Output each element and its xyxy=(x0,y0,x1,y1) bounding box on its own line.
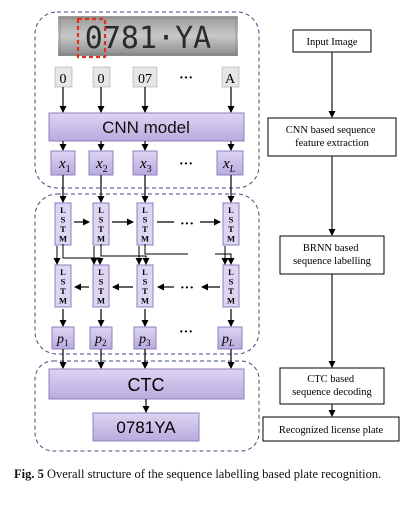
forward-lstm-letter: S xyxy=(229,215,234,225)
backward-lstm-cell-4 xyxy=(222,264,240,308)
backward-lstm-letter: M xyxy=(97,296,105,306)
pipeline-step-3-label: BRNN based sequence labelling xyxy=(293,243,372,267)
forward-lstm-letter: T xyxy=(98,224,104,234)
crop-row: 0 0 07 ··· A xyxy=(54,66,240,88)
backward-lstm-letter: L xyxy=(60,267,66,277)
backward-lstm-cell-3 xyxy=(136,264,154,308)
output-label-last: pL xyxy=(221,332,234,348)
pipeline-step-5 xyxy=(262,416,400,442)
backward-lstm-letter: M xyxy=(227,296,235,306)
forward-lstm-letter: T xyxy=(228,224,234,234)
backward-lstm-letter: S xyxy=(143,277,148,287)
crop-label-2: 0 xyxy=(98,72,105,87)
forward-lstm-letter: S xyxy=(99,215,104,225)
crop-label-3: 07 xyxy=(138,72,152,87)
backward-lstm-letter: T xyxy=(98,286,104,296)
crop-label-1: 0 xyxy=(60,72,67,87)
pipeline-step-3 xyxy=(279,235,385,275)
forward-ellipsis: ··· xyxy=(180,217,194,232)
forward-lstm-letter: T xyxy=(60,224,66,234)
output-label-2: p2 xyxy=(94,332,107,348)
cnn-stage-container xyxy=(34,11,260,189)
backward-lstm-letter: S xyxy=(61,277,66,287)
result-label: 0781YA xyxy=(116,418,176,437)
backward-lstm-letter: L xyxy=(142,267,148,277)
license-plate-image: 0781·YA xyxy=(58,16,238,59)
forward-lstm-letter: L xyxy=(60,205,66,215)
diagram-figure: 0781·YA 0 0 07 ··· A CNN model x1 x2 x3 xyxy=(34,11,400,452)
result-box xyxy=(92,412,200,442)
output-label-1: p1 xyxy=(56,332,69,348)
pipeline-step-1-label: Input Image xyxy=(306,37,357,48)
figure-caption: Fig. 5 Overall structure of the sequence… xyxy=(14,466,410,483)
forward-lstm-letter: M xyxy=(97,234,105,244)
forward-lstm-letter: M xyxy=(227,234,235,244)
forward-lstm-letter: L xyxy=(142,205,148,215)
backward-ellipsis: ··· xyxy=(180,281,194,296)
feature-ellipsis: ··· xyxy=(179,157,193,172)
feature-label-1: x1 xyxy=(58,156,71,175)
backward-lstm-letter: M xyxy=(141,296,149,306)
forward-lstm-cell-4 xyxy=(222,202,240,246)
crop-label-last: A xyxy=(225,72,236,87)
backward-lstm-letter: T xyxy=(142,286,148,296)
ctc-label: CTC xyxy=(128,375,165,395)
feature-box-1 xyxy=(50,150,76,176)
plate-text: 0781·YA xyxy=(85,21,211,56)
caption-text: Overall structure of the sequence labell… xyxy=(46,467,382,481)
pipeline: Input Image CNN based sequence feature e… xyxy=(262,29,400,442)
output-label-3: p3 xyxy=(138,332,151,348)
feature-box-last xyxy=(216,150,244,176)
cnn-model-box xyxy=(48,112,245,142)
feature-label-3: x3 xyxy=(139,156,152,175)
backward-lstm-letter: L xyxy=(98,267,104,277)
cnn-model-label: CNN model xyxy=(102,118,190,137)
backward-lstm-letter: S xyxy=(229,277,234,287)
feature-row: x1 x2 x3 ··· xL xyxy=(50,150,244,176)
backward-lstm-cell-2 xyxy=(92,264,110,308)
backward-lstm-letter: T xyxy=(60,286,66,296)
brnn-stage-container xyxy=(34,193,260,355)
feature-label-last: xL xyxy=(222,156,236,175)
pipeline-step-2-label: CNN based sequence feature extraction xyxy=(286,125,378,149)
crop-window-indicator xyxy=(76,17,107,59)
pipeline-step-2 xyxy=(267,117,397,157)
backward-lstm-letter: T xyxy=(228,286,234,296)
output-row: p1 p2 p3 ··· pL xyxy=(51,325,243,350)
feature-label-2: x2 xyxy=(95,156,108,175)
caption-prefix: Fig. 5 xyxy=(14,467,44,481)
forward-lstm-letter: M xyxy=(59,234,67,244)
pipeline-step-5-label: Recognized license plate xyxy=(279,425,384,436)
output-ellipsis: ··· xyxy=(179,325,193,340)
crop-ellipsis: ··· xyxy=(179,71,193,86)
forward-lstm-letter: S xyxy=(143,215,148,225)
forward-lstm-letter: L xyxy=(228,205,234,215)
backward-lstm-letter: M xyxy=(59,296,67,306)
forward-lstm-letter: L xyxy=(98,205,104,215)
forward-lstm-letter: M xyxy=(141,234,149,244)
forward-lstm-letter: T xyxy=(142,224,148,234)
backward-lstm-letter: S xyxy=(99,277,104,287)
backward-lstm-cell-1 xyxy=(54,264,72,308)
forward-lstm-letter: S xyxy=(61,215,66,225)
ctc-stage-container xyxy=(34,360,260,452)
output-box-last xyxy=(217,326,243,350)
pipeline-step-4-label: CTC based sequence decoding xyxy=(292,374,372,398)
backward-lstm-letter: L xyxy=(228,267,234,277)
ctc-box xyxy=(48,368,245,400)
